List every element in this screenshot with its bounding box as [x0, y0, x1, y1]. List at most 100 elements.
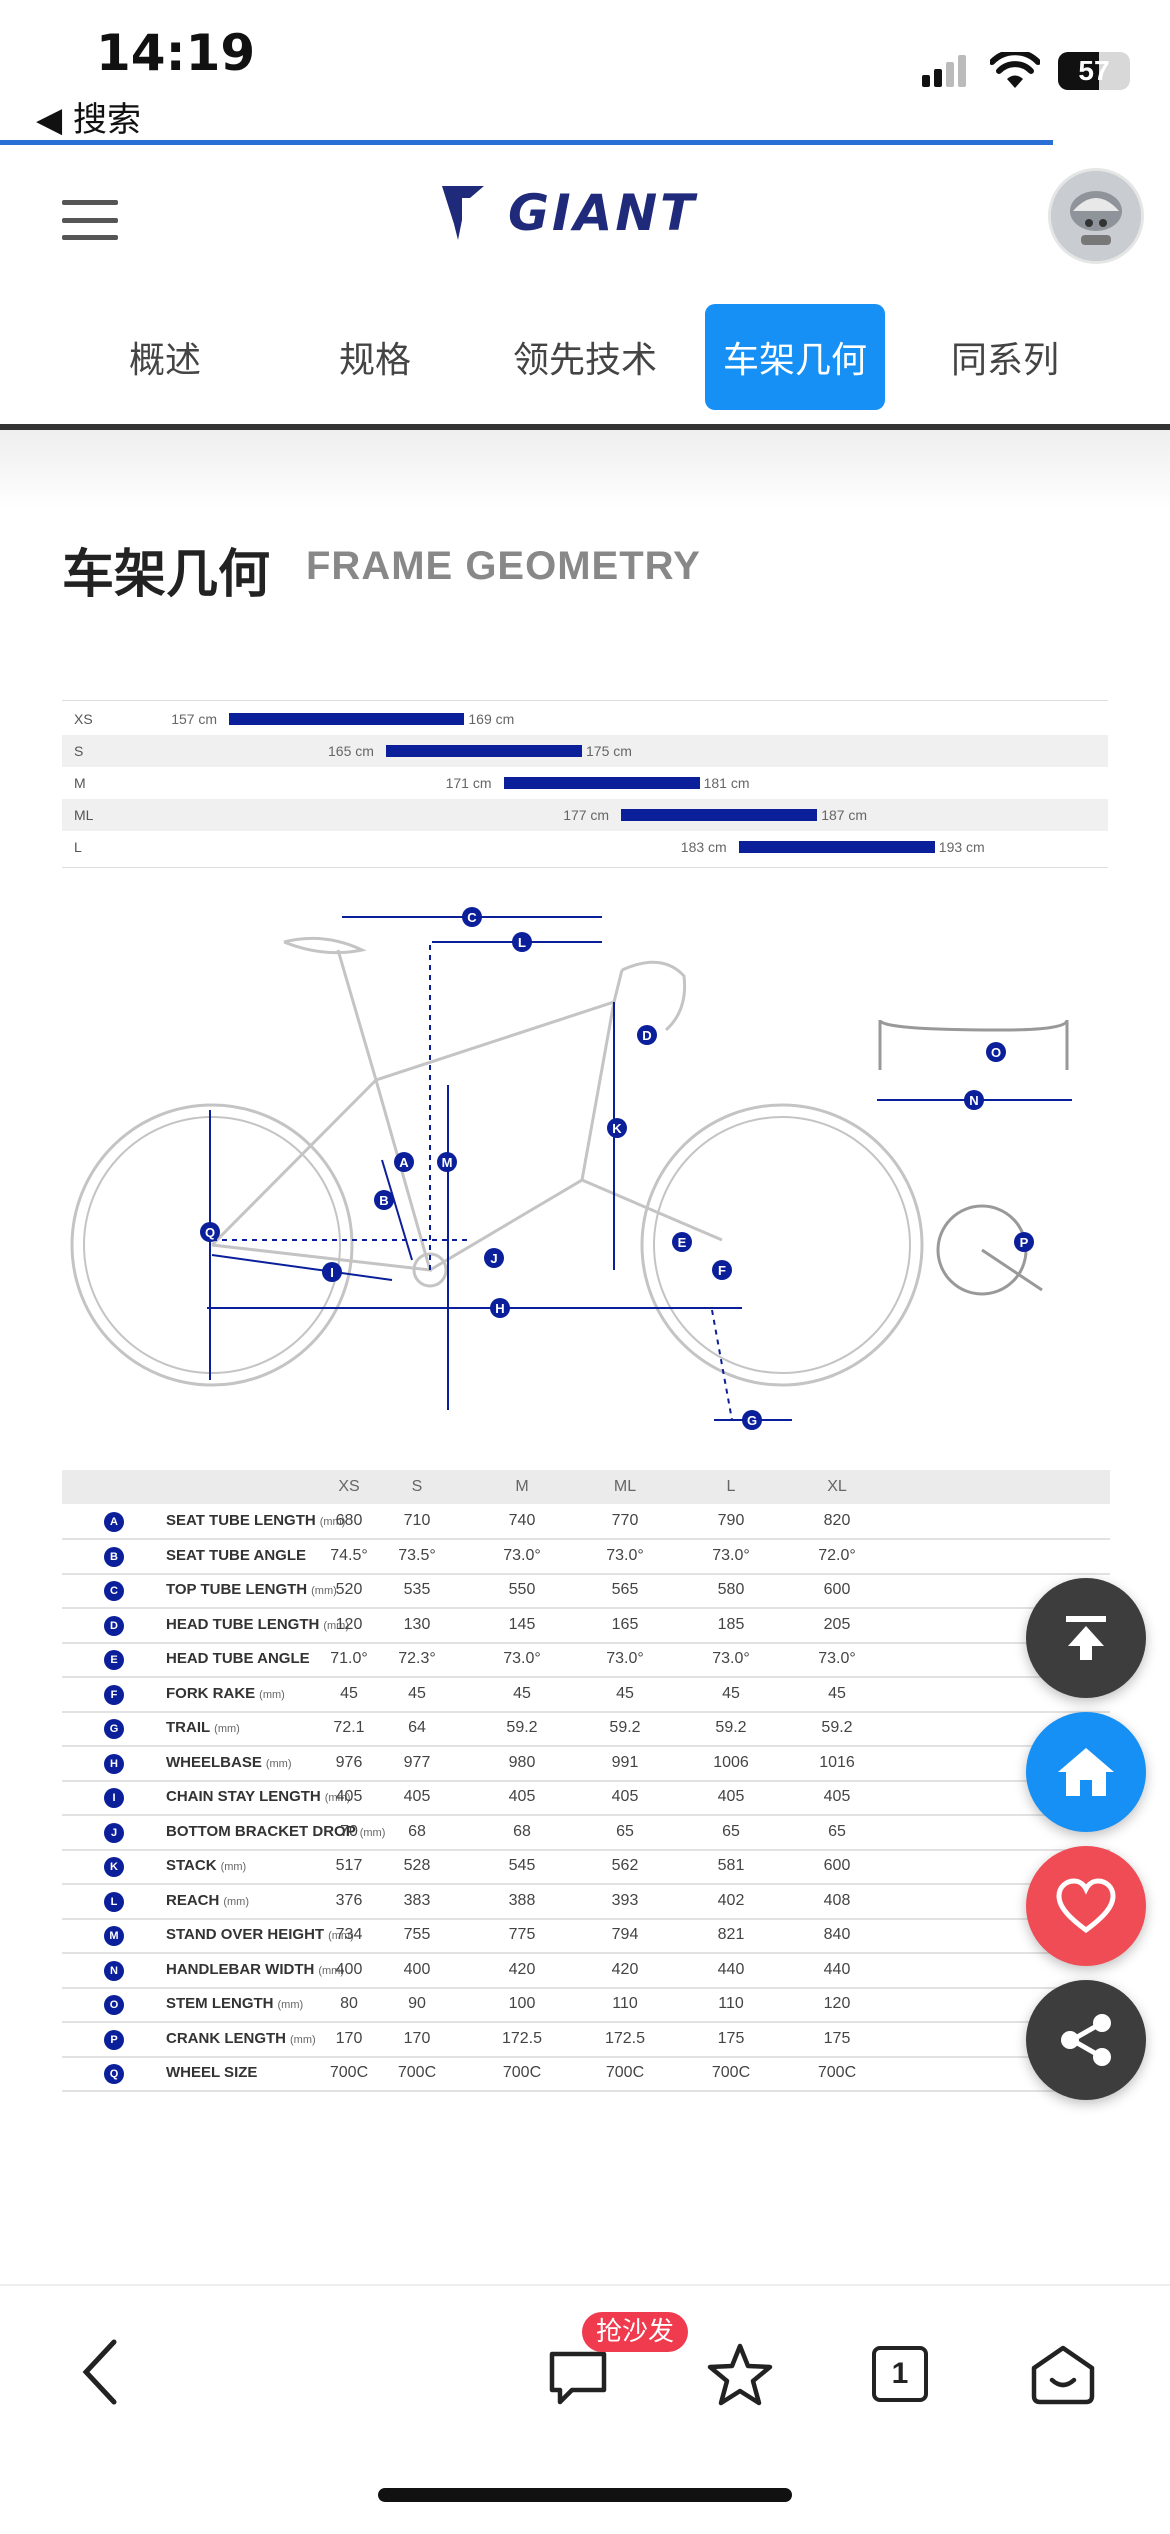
row-label: CRANK LENGTH(mm): [166, 2029, 316, 2047]
hamburger-menu-icon[interactable]: [62, 200, 118, 240]
tab-technology[interactable]: 领先技术: [500, 304, 670, 410]
table-cell: 72.0°: [818, 1546, 856, 1564]
table-cell: 80: [340, 1995, 358, 2012]
table-cell: 794: [611, 1926, 639, 1943]
table-cell: 775: [508, 1926, 536, 1943]
diagram-marker-c: C: [462, 907, 482, 927]
tab-series[interactable]: 同系列: [935, 304, 1075, 410]
table-cell: 550: [508, 1581, 536, 1598]
table-cell: 72.3°: [398, 1650, 436, 1667]
table-cell: 408: [823, 1891, 851, 1909]
home-button[interactable]: [1026, 1712, 1146, 1832]
table-cell: 535: [403, 1581, 431, 1598]
row-unit: (mm): [324, 1792, 351, 1804]
tab-count-button[interactable]: 1: [872, 2346, 928, 2402]
table-cell: 700C: [502, 2064, 542, 2081]
size-name: M: [74, 775, 86, 791]
size-name: S: [74, 743, 84, 759]
size-name: ML: [74, 807, 94, 823]
table-cell: 376: [335, 1891, 363, 1909]
tab-label: 领先技术: [512, 340, 657, 381]
row-key-badge: O: [104, 1995, 124, 2015]
diagram-marker-letter: A: [399, 1155, 409, 1170]
table-cell: 440: [823, 1960, 851, 1978]
height-low: 165 cm: [328, 743, 374, 759]
height-range-bar: [621, 809, 818, 821]
back-arrow-icon[interactable]: [80, 2338, 120, 2406]
diagram-marker-q: Q: [200, 1222, 220, 1242]
back-to-search-link[interactable]: ◀ 搜索: [36, 100, 141, 140]
share-button[interactable]: [1026, 1980, 1146, 2100]
table-cell: 74.5°: [330, 1546, 368, 1564]
diagram-marker-n: N: [964, 1090, 984, 1110]
table-cell: 45: [340, 1684, 358, 1702]
giant-logo[interactable]: GIANT: [440, 184, 697, 242]
saddle: [283, 936, 367, 955]
star-icon[interactable]: [706, 2342, 774, 2408]
row-unit: (mm): [214, 1723, 240, 1735]
row-key-badge: P: [104, 2029, 124, 2050]
table-cell: 405: [611, 1788, 639, 1805]
table-cell: 420: [508, 1960, 536, 1978]
tab-label: 同系列: [950, 340, 1059, 381]
size-column-header: ML: [613, 1478, 637, 1495]
tab-frame-geometry[interactable]: 车架几何: [705, 304, 885, 410]
table-cell: 73.0°: [606, 1650, 644, 1667]
table-cell: 680: [335, 1512, 363, 1529]
diagram-marker-m: M: [437, 1152, 457, 1172]
height-high: 193 cm: [938, 839, 985, 855]
table-cell: 700C: [605, 2064, 645, 2081]
table-cell: 65: [722, 1822, 740, 1840]
bottom-toolbar: 抢沙发 1: [0, 2284, 1170, 2534]
scroll-to-top-button[interactable]: [1026, 1578, 1146, 1698]
table-cell: 520: [335, 1581, 363, 1598]
height-low: 183 cm: [680, 839, 727, 855]
handlebar: [621, 960, 687, 1032]
diagram-marker-e: E: [672, 1232, 692, 1252]
diagram-marker-a: A: [394, 1152, 414, 1172]
table-cell: 100: [508, 1995, 536, 2012]
comment-icon[interactable]: [546, 2348, 610, 2408]
size-column-header: XS: [338, 1478, 360, 1495]
table-cell: 65: [616, 1822, 634, 1840]
frame-tubes: [210, 949, 723, 1272]
row-key-badge: E: [104, 1650, 124, 1670]
status-time: 14:19: [96, 24, 256, 82]
size-column-header: L: [726, 1478, 736, 1495]
height-low: 157 cm: [171, 711, 218, 727]
row-label: HANDLEBAR WIDTH(mm): [166, 1960, 344, 1978]
table-cell: 528: [403, 1857, 431, 1874]
row-label: SEAT TUBE LENGTH(mm): [166, 1512, 346, 1529]
share-icon: [1061, 2014, 1111, 2066]
table-cell: 740: [508, 1512, 536, 1529]
row-unit: (mm): [323, 1619, 349, 1632]
table-cell: 600: [823, 1581, 851, 1598]
table-cell: 45: [408, 1684, 426, 1702]
row-label: HEAD TUBE ANGLE: [166, 1650, 310, 1667]
handlebar-front-view: [878, 1019, 1069, 1070]
row-unit: (mm): [311, 1585, 337, 1597]
tab-specs[interactable]: 规格: [305, 304, 445, 410]
favorite-button[interactable]: [1026, 1846, 1146, 1966]
table-cell: 110: [718, 1995, 744, 2012]
table-cell: 700C: [711, 2064, 751, 2081]
tab-overview[interactable]: 概述: [95, 304, 235, 410]
status-icons: 57: [920, 52, 1130, 90]
user-avatar[interactable]: [1048, 168, 1144, 264]
app-home-icon[interactable]: [1030, 2344, 1096, 2406]
diagram-marker-letter: O: [991, 1045, 1001, 1060]
table-cell: 790: [717, 1512, 745, 1529]
table-cell: 72.1: [333, 1719, 365, 1736]
table-cell: 402: [717, 1891, 745, 1909]
